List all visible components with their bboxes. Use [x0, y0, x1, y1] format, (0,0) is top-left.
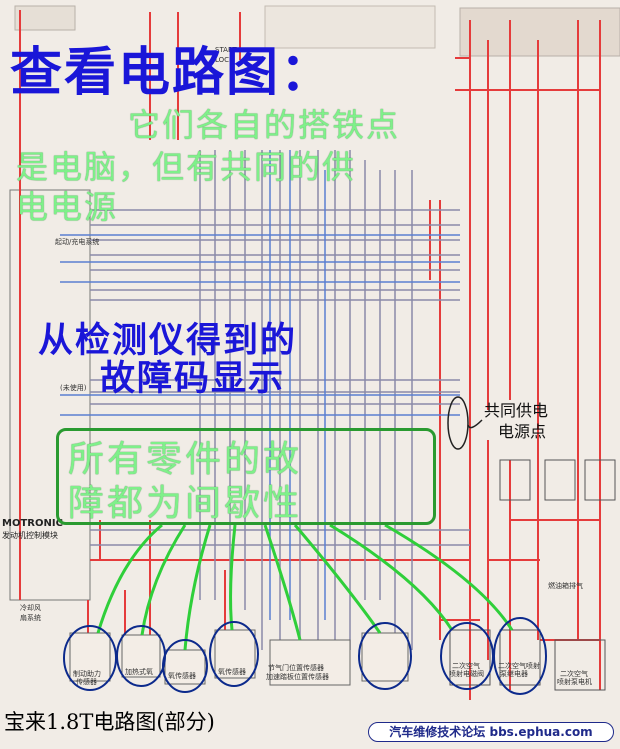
ground-note-line-1: 它们各自的搭铁点	[128, 106, 401, 144]
label-middle-comp-2: 加速踏板位置传感器	[266, 672, 329, 681]
power-supply-label-line-2: 电源点	[498, 422, 547, 441]
label-right-comp-7: 燃油箱排气	[548, 581, 583, 590]
label-not-used: (未使用)	[60, 383, 87, 392]
label-right-comp-5: 二次空气	[560, 669, 588, 678]
scanner-note-line-1: 从检测仪得到的	[38, 320, 298, 361]
label-right-comp-4: 泵继电器	[500, 669, 528, 678]
forum-banner: 汽车维修技术论坛 bbs.ephua.com	[368, 722, 614, 742]
ecu-sublabel: 发动机控制模块	[2, 530, 58, 540]
ecu-label: MOTRONIC	[2, 518, 63, 529]
label-right-comp-6: 喷射泵电机	[557, 677, 592, 686]
component-boxes	[69, 629, 409, 686]
figure-caption: 宝来1.8T电路图(部分)	[4, 710, 215, 734]
intermittent-note-line-1: 所有零件的故	[68, 439, 303, 480]
label-right-comp-1: 二次空气	[452, 661, 480, 670]
relay-boxes	[449, 459, 616, 691]
scanner-note-line-2: 故障码显示	[100, 358, 286, 399]
label-start: START	[215, 46, 237, 54]
top-left-panel	[14, 5, 76, 31]
ground-note-line-3: 电电源	[16, 188, 119, 226]
signal-wires	[90, 150, 470, 650]
label-right-comp-2: 喷射电磁阀	[449, 669, 484, 678]
ground-note-line-2: 是电脑，但有共同的供	[16, 148, 357, 186]
label-cooling-fan-2: 扇系统	[20, 613, 41, 622]
label-middle-comp-1: 节气门位置传感器	[268, 663, 324, 672]
intermittent-note-line-2: 障都为间歇性	[68, 483, 303, 524]
top-right-panel	[459, 7, 620, 57]
green-pointer-lines	[96, 523, 514, 651]
top-middle-panel	[264, 5, 436, 49]
label-left-comp-1: 制动助力	[73, 669, 101, 678]
power-supply-oval	[447, 396, 469, 450]
intermittent-fault-box	[56, 428, 436, 525]
label-left-comp-5: 氧传感器	[168, 671, 196, 680]
power-supply-arrow	[467, 419, 483, 429]
component-highlight-circles	[63, 617, 547, 695]
label-left-comp-2: 传感器	[76, 677, 97, 686]
label-cooling-fan-1: 冷却风	[20, 603, 41, 612]
label-right-comp-3: 二次空气喷射	[498, 661, 540, 670]
power-supply-label-line-1: 共同供电	[484, 401, 549, 420]
label-left-comp-3: 加热式氧	[125, 667, 153, 676]
small-labels: START LOCK 起动/充电系统 冷却风 扇系统 (未使用) 制动助力 传感…	[20, 46, 592, 686]
page-title: 查看电路图：	[10, 42, 335, 103]
label-lock: LOCK	[215, 56, 234, 64]
label-charge-system: 起动/充电系统	[55, 237, 99, 246]
label-left-comp-6: 氧传感器	[218, 667, 246, 676]
